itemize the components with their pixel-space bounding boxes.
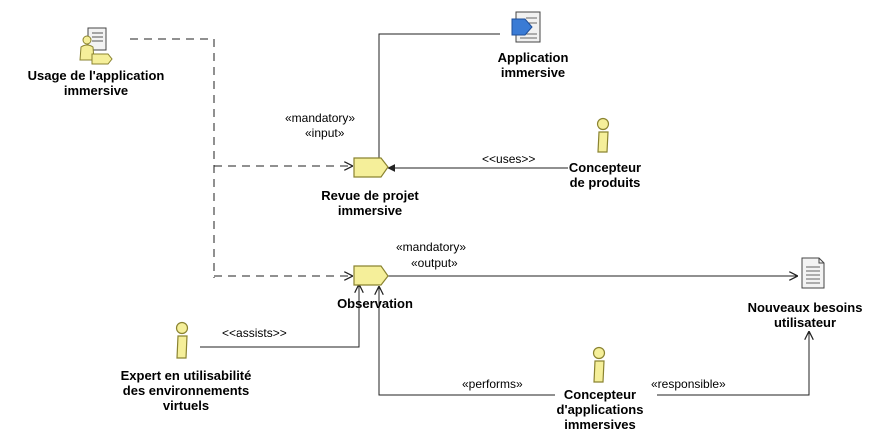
revue-icon (353, 157, 389, 178)
revue-label-line1: Revue de projet (321, 188, 419, 203)
assists-label: <<assists>> (222, 326, 287, 340)
concepteur-apps-line2: d'applications (556, 402, 644, 417)
edge-revue-to-app (378, 33, 500, 158)
application-label-line2: immersive (500, 65, 566, 80)
uses-label: <<uses>> (482, 152, 536, 166)
application-icon (511, 11, 541, 43)
expert-label: Expert en utilisabilité des environnemen… (96, 368, 276, 413)
expert-label-line3: virtuels (162, 398, 210, 413)
application-label-line1: Application (497, 50, 569, 65)
concepteur-apps-line1: Concepteur (563, 387, 637, 402)
expert-label-line2: des environnements (122, 383, 250, 398)
edge-assists (200, 285, 359, 348)
expert-icon (175, 321, 189, 359)
usage-dashed-links (130, 38, 352, 278)
observation-output-stereotype-mandatory: «mandatory» (396, 240, 467, 254)
concepteur-produits-icon (596, 117, 610, 153)
performs-label: «performs» (462, 377, 523, 391)
concepteur-apps-label: Concepteur d'applications immersives (540, 387, 660, 432)
concepteur-apps-line3: immersives (564, 417, 636, 432)
edge-performs (379, 287, 555, 396)
usage-label-line2: immersive (63, 83, 129, 98)
revue-label: Revue de projet immersive (300, 188, 440, 218)
concepteur-produits-line2: de produits (569, 175, 641, 190)
observation-label: Observation (337, 296, 413, 311)
revue-app-stereotype-mandatory: «mandatory» (285, 111, 356, 125)
expert-label-line1: Expert en utilisabilité (120, 368, 252, 383)
edge-responsible (657, 332, 809, 396)
besoins-label: Nouveaux besoins utilisateur (735, 300, 875, 330)
besoins-label-line2: utilisateur (773, 315, 837, 330)
concepteur-produits-line1: Concepteur (568, 160, 642, 175)
usage-label: Usage de l'application immersive (6, 68, 186, 98)
responsible-label: «responsible» (651, 377, 726, 391)
concepteur-apps-icon (592, 346, 606, 383)
observation-output-stereotype-output: «output» (411, 256, 458, 270)
observation-icon (353, 265, 389, 286)
usage-label-line1: Usage de l'application (27, 68, 165, 83)
revue-label-line2: immersive (337, 203, 403, 218)
application-label: Application immersive (478, 50, 588, 80)
usage-icon (79, 27, 113, 65)
besoins-label-line1: Nouveaux besoins (747, 300, 863, 315)
solid-links (200, 33, 809, 396)
besoins-document-icon (801, 257, 825, 289)
concepteur-produits-label: Concepteur de produits (550, 160, 660, 190)
revue-app-stereotype-input: «input» (305, 126, 345, 140)
